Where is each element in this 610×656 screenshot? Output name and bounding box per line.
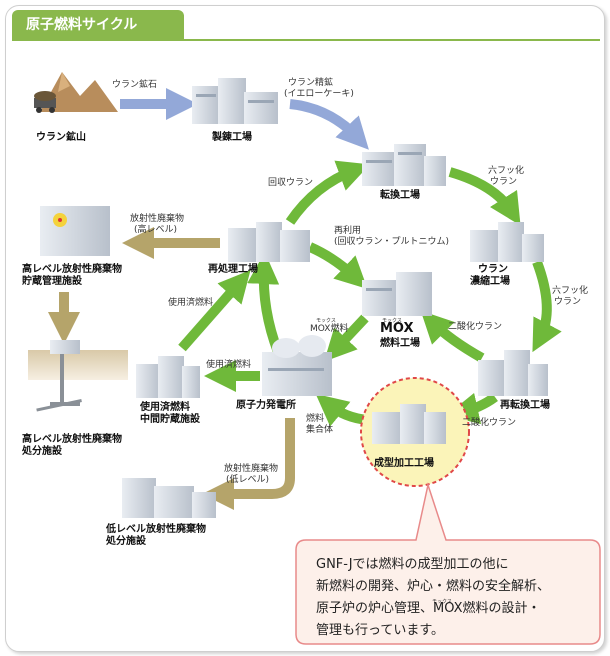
- callout-text: GNF-Jでは燃料の成型加工の他に 新燃料の開発、炉心・燃料の安全解析、 原子炉…: [316, 557, 551, 638]
- enrichment-building: [470, 222, 544, 262]
- facility-enrichment-1: ウラン: [478, 264, 508, 275]
- facility-mox-2: 燃料工場: [380, 338, 420, 349]
- label-mox-fuel: MOX燃料: [310, 324, 349, 334]
- facility-mox-1: MOX: [380, 321, 414, 336]
- arrow-uf6-b: [532, 260, 562, 353]
- facility-interim-2: 中間貯蔵施設: [140, 414, 200, 425]
- arrow-reuse: [307, 242, 368, 290]
- facility-llw-disposal-2: 処分施設: [106, 536, 146, 547]
- refinery-building: [192, 78, 278, 124]
- arrow-mox-fuel: [324, 314, 369, 362]
- conversion-building: [362, 144, 446, 186]
- arrow-uf6-a: [448, 167, 521, 226]
- power-plant-building: [262, 335, 332, 396]
- label-fuel-assembly-2: 集合体: [306, 425, 334, 435]
- mox-plant-building: [362, 272, 432, 316]
- hlw-disposal-facility: [28, 340, 128, 412]
- facility-conversion: 転換工場: [380, 190, 420, 201]
- label-uo2-a: 二酸化ウラン: [448, 322, 503, 332]
- interim-storage-building: [136, 356, 200, 398]
- title-underline: [12, 39, 600, 41]
- flow-arrows: [47, 87, 562, 511]
- llw-disposal-building: [122, 478, 216, 518]
- label-reuse-2: (回収ウラン・プルトニウム): [334, 237, 450, 247]
- facility-hlw-disposal-2: 処分施設: [22, 446, 62, 457]
- label-reuse-1: 再利用: [334, 226, 362, 236]
- label-hlw-1: 放射性廃棄物: [130, 214, 185, 224]
- label-uf6-b-2: ウラン: [554, 297, 582, 307]
- facility-reconversion: 再転換工場: [500, 400, 550, 411]
- label-yellowcake-1: ウラン精鉱: [288, 78, 334, 88]
- arrow-uo2-b: [446, 392, 498, 425]
- facility-mine: ウラン鉱山: [36, 132, 86, 143]
- fabrication-building: [372, 404, 446, 444]
- label-uo2-b: 二酸化ウラン: [462, 418, 517, 428]
- label-uranium-ore: ウラン鉱石: [112, 80, 158, 90]
- label-fuel-assembly-1: 燃料: [306, 414, 325, 424]
- callout-bubble: [295, 482, 601, 645]
- reconversion-building: [478, 350, 548, 396]
- arrow-uo2-a: [420, 310, 485, 363]
- label-uf6-a-2: ウラン: [490, 177, 518, 187]
- facility-llw-disposal-1: 低レベル放射性廃棄物: [106, 524, 206, 535]
- label-recovered-uranium: 回収ウラン: [268, 178, 314, 188]
- label-uf6-b-1: 六フッ化: [552, 286, 589, 296]
- facility-mox-ruby: モックス: [382, 318, 402, 324]
- label-hlw-2: (高レベル): [134, 225, 178, 235]
- facility-reprocessing: 再処理工場: [208, 264, 258, 275]
- facility-fabrication: 成型加工工場: [374, 458, 434, 469]
- label-llw-1: 放射性廃棄物: [224, 464, 279, 474]
- label-llw-2: (低レベル): [226, 475, 270, 485]
- label-spent-fuel-a: 使用済燃料: [168, 298, 214, 308]
- label-spent-fuel-b: 使用済燃料: [206, 360, 252, 370]
- arrow-interim-to-reprocessing: [178, 269, 251, 352]
- facility-enrichment-2: 濃縮工場: [470, 276, 510, 287]
- callout-mox-ruby: モックス: [432, 599, 452, 605]
- label-uf6-a-1: 六フッ化: [488, 166, 525, 176]
- facility-interim-1: 使用済燃料: [140, 402, 190, 413]
- facility-hlw-storage-1: 高レベル放射性廃棄物: [22, 264, 122, 275]
- label-yellowcake-2: (イエローケーキ): [284, 89, 354, 99]
- facility-refinery: 製錬工場: [212, 132, 252, 143]
- mine-icon: [34, 72, 118, 113]
- label-mox-ruby: モックス: [316, 318, 336, 324]
- arrow-llw: [201, 418, 295, 511]
- hlw-storage-building: [40, 206, 110, 256]
- arrow-plant-to-reprocessing: [247, 252, 283, 354]
- arrow-yellowcake: [289, 99, 369, 150]
- facility-hlw-disposal-1: 高レベル放射性廃棄物: [22, 434, 122, 445]
- arrow-recovered: [285, 160, 370, 225]
- facility-hlw-storage-2: 貯蔵管理施設: [22, 276, 82, 287]
- facility-power-plant: 原子力発電所: [236, 400, 296, 411]
- reprocessing-building: [228, 222, 310, 262]
- page-title: 原子燃料サイクル: [12, 10, 184, 40]
